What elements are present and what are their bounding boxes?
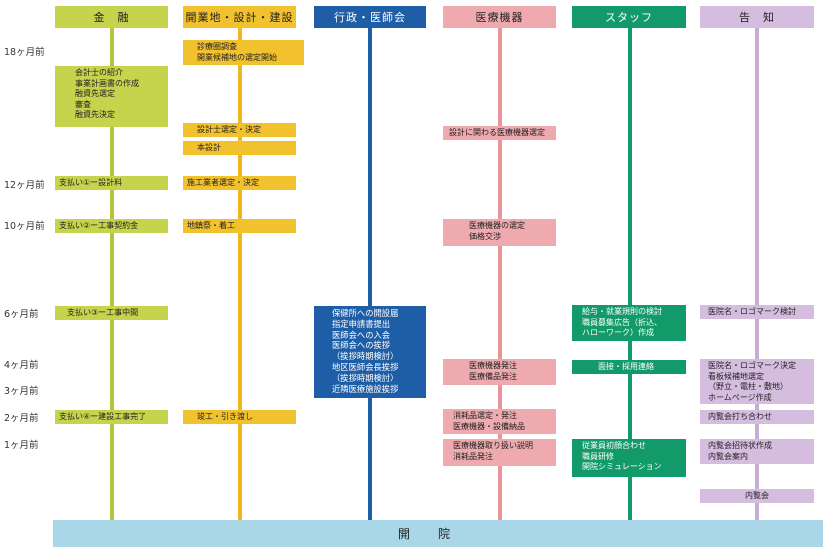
medical-task-box: 設計に関わる医療機器選定 xyxy=(443,126,556,140)
notice-task-box: 内覧会打ち合わせ xyxy=(700,410,814,424)
time-label: 4ヶ月前 xyxy=(4,360,39,371)
site-task-box: 施工業者選定・決定 xyxy=(183,176,296,190)
medical-task-box: 消耗品選定・発注 医療機器・設備納品 xyxy=(443,409,556,434)
time-label: 2ヶ月前 xyxy=(4,413,39,424)
medical-task-box: 医療機器の選定 価格交渉 xyxy=(443,219,556,246)
time-label: 3ヶ月前 xyxy=(4,386,39,397)
notice-task-box: 医院名・ロゴマーク決定 看板候補地選定 （野立・電柱・敷地） ホームページ作成 xyxy=(700,359,814,404)
finance-task-box: 支払い①ー設計料 xyxy=(55,176,168,190)
column-header-label: スタッフ xyxy=(605,11,653,24)
time-label: 10ヶ月前 xyxy=(4,221,45,232)
medical-task-box: 医療機器発注 医療備品発注 xyxy=(443,359,556,385)
time-label: 1ヶ月前 xyxy=(4,440,39,451)
column-header-label: 開業地・設計・建設 xyxy=(185,11,294,24)
site-task-box: 設計士選定・決定 xyxy=(183,123,296,137)
finance-task-box: 支払い②ー工事契約金 xyxy=(55,219,168,233)
column-header-site: 開業地・設計・建設 xyxy=(183,6,296,28)
column-header-admin: 行政・医師会 xyxy=(314,6,426,28)
column-header-finance: 金 融 xyxy=(55,6,168,28)
staff-task-box: 従業員初顔合わせ 職員研修 開院シミュレーション xyxy=(572,439,686,477)
notice-task-box: 内覧会 xyxy=(700,489,814,503)
column-header-label: 行政・医師会 xyxy=(334,11,406,24)
column-header-label: 金 融 xyxy=(93,11,130,24)
staff-task-box: 面接・採用連絡 xyxy=(572,360,686,374)
column-header-staff: スタッフ xyxy=(572,6,686,28)
site-task-box: 竣工・引き渡し xyxy=(183,410,296,424)
opening-label: 開院 xyxy=(397,527,478,541)
column-header-label: 告 知 xyxy=(739,11,775,24)
timeline-line-site xyxy=(238,28,242,520)
site-task-box: 地鎮祭・着工 xyxy=(183,219,296,233)
finance-task-box: 支払い③ー工事中間 xyxy=(55,306,168,320)
notice-task-box: 医院名・ロゴマーク検討 xyxy=(700,305,814,319)
medical-task-box: 医療機器取り扱い説明 消耗品発注 xyxy=(443,439,556,466)
site-task-box: 診療圏調査 開業候補地の選定開始 xyxy=(183,40,304,65)
time-label: 6ヶ月前 xyxy=(4,309,39,320)
column-header-notice: 告 知 xyxy=(700,6,814,28)
timeline-line-finance xyxy=(110,28,114,520)
column-header-medical: 医療機器 xyxy=(443,6,556,28)
notice-task-box: 内覧会招待状作成 内覧会案内 xyxy=(700,439,814,464)
timeline-line-medical xyxy=(498,28,502,520)
timeline-line-staff xyxy=(628,28,632,520)
finance-task-box: 会計士の紹介 事業計画書の作成 融資先選定 審査 融資先決定 xyxy=(55,66,168,127)
admin-task-box: 保健所への開設届 指定申請書提出 医師会への入会 医師会への挨拶 （挨拶時期検討… xyxy=(314,306,426,398)
column-header-label: 医療機器 xyxy=(475,11,524,24)
staff-task-box: 給与・就業規則の検討 職員募集広告（折込、 ハローワーク）作成 xyxy=(572,305,686,341)
timeline-line-admin xyxy=(368,28,372,520)
timeline-line-notice xyxy=(755,28,759,520)
time-label: 18ヶ月前 xyxy=(4,47,45,58)
opening-bar: 開院 xyxy=(53,520,823,547)
site-task-box: 本設計 xyxy=(183,141,296,155)
time-label: 12ヶ月前 xyxy=(4,180,45,191)
finance-task-box: 支払い④ー建設工事完了 xyxy=(55,410,168,424)
